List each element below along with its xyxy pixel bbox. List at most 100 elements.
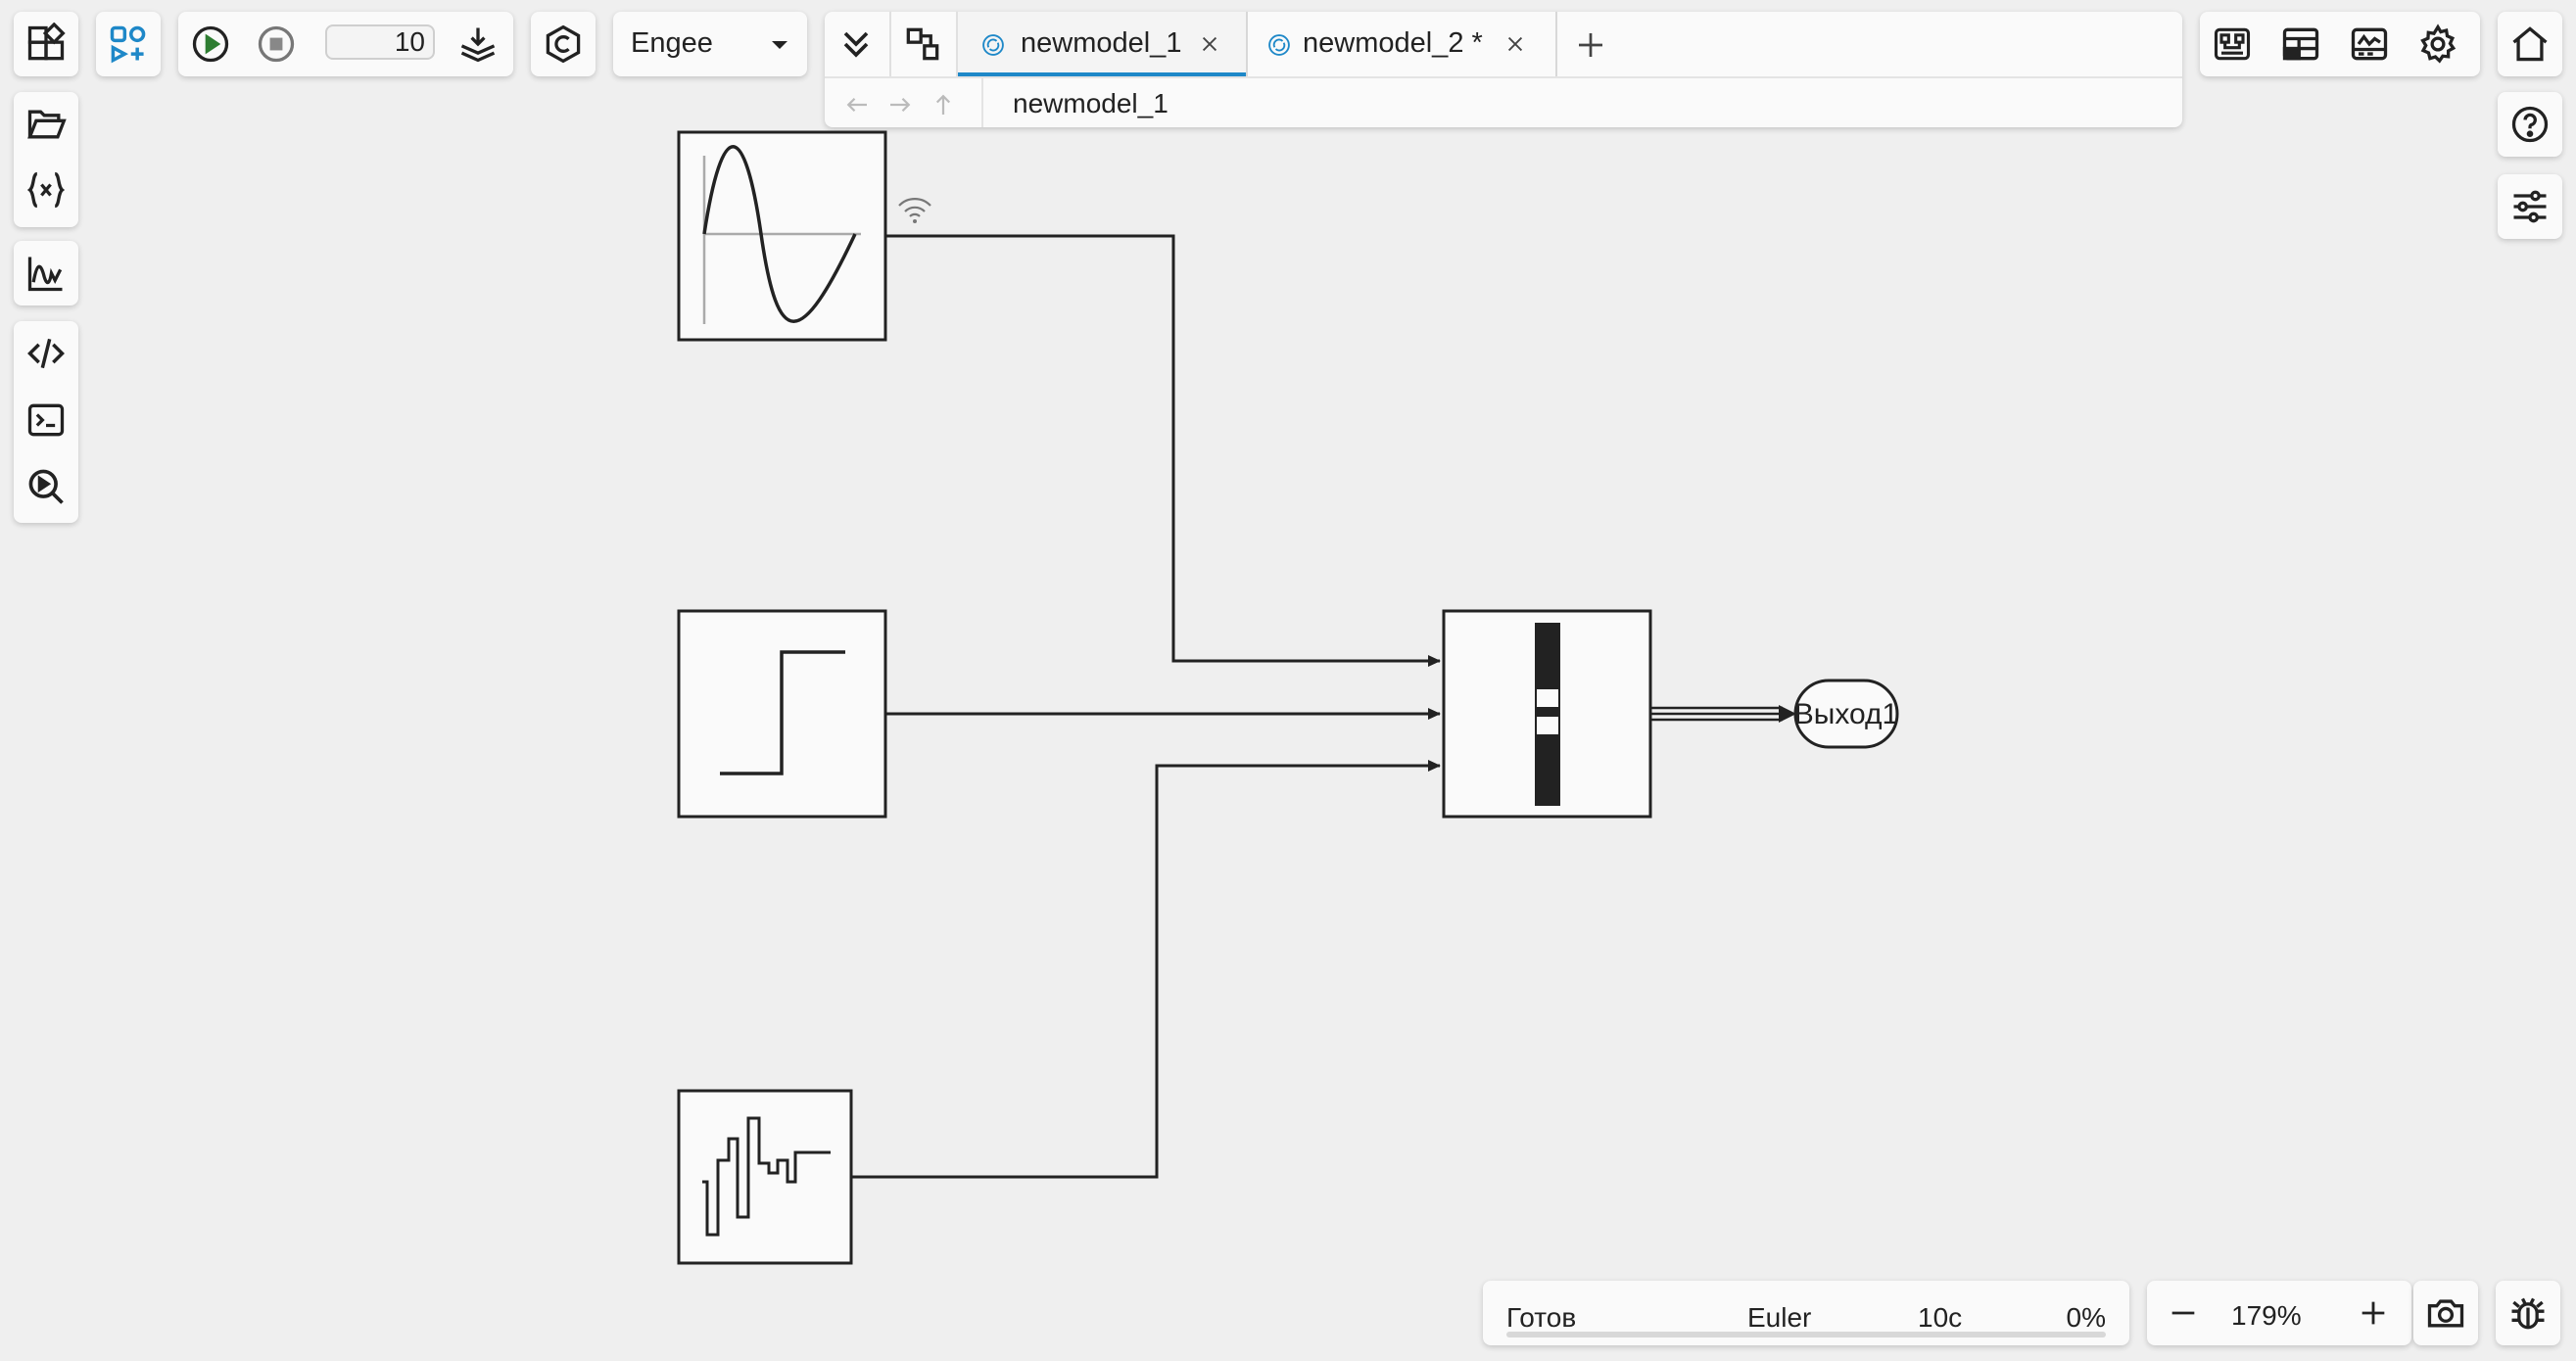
add-tab-icon[interactable] xyxy=(1573,27,1608,63)
forward-arrow-icon[interactable] xyxy=(885,90,915,119)
stop-icon xyxy=(258,25,295,63)
status-sim-time: 10с xyxy=(1918,1302,1963,1333)
tab-newmodel-2[interactable]: newmodel_2 * xyxy=(1248,12,1555,76)
step-block[interactable] xyxy=(677,609,887,819)
help-icon xyxy=(2511,106,2549,143)
run-button[interactable] xyxy=(181,15,240,73)
terminal-button[interactable] xyxy=(17,391,75,449)
bus-line xyxy=(1651,706,1783,722)
mux-block[interactable] xyxy=(1442,609,1652,819)
hardware-icon xyxy=(2214,27,2251,61)
stop-button[interactable] xyxy=(247,15,306,73)
status-state: Готов xyxy=(1506,1302,1577,1333)
signal-line-sine xyxy=(886,234,1441,667)
folder-open-icon xyxy=(27,110,67,139)
table-button[interactable] xyxy=(2271,15,2330,73)
properties-panel xyxy=(2498,174,2562,239)
swap-button[interactable] xyxy=(893,15,952,73)
bug-icon xyxy=(2511,1297,2545,1330)
solver-select-value: Engee xyxy=(631,27,713,59)
divider xyxy=(1246,12,1248,76)
help-button[interactable] xyxy=(2501,95,2559,154)
home-panel xyxy=(2498,12,2562,76)
home-button[interactable] xyxy=(2501,15,2559,73)
tab-newmodel-1[interactable]: newmodel_1 xyxy=(958,12,1246,76)
tab-label: newmodel_1 xyxy=(1021,27,1182,59)
divider xyxy=(1555,12,1557,76)
solver-select[interactable]: Engee xyxy=(613,12,807,76)
code-gen-panel xyxy=(531,12,596,76)
screenshot-panel xyxy=(2413,1281,2478,1345)
variables-button[interactable] xyxy=(17,161,75,219)
open-file-button[interactable] xyxy=(17,95,75,154)
simulation-panel xyxy=(178,12,513,76)
swap-icon xyxy=(906,27,939,61)
status-bar: Готов Euler 10с 0% xyxy=(1483,1281,2129,1345)
tab-label: newmodel_2 * xyxy=(1303,27,1483,59)
breadcrumb[interactable]: newmodel_1 xyxy=(1013,88,1169,118)
monitor-icon xyxy=(2351,27,2388,61)
block-library-button[interactable] xyxy=(17,15,75,73)
model-icon xyxy=(982,34,1004,56)
left-sidebar-files xyxy=(14,92,78,227)
up-arrow-icon[interactable] xyxy=(929,90,958,119)
add-blocks-button[interactable] xyxy=(99,15,158,73)
signal-lines xyxy=(852,234,1441,1179)
chart-icon xyxy=(27,257,63,292)
divider xyxy=(981,78,983,127)
zoom-level[interactable]: 179% xyxy=(2231,1300,2302,1331)
zoom-in-icon[interactable] xyxy=(2357,1296,2390,1330)
search-zoom-icon xyxy=(28,469,64,504)
close-icon[interactable] xyxy=(1199,33,1220,55)
active-tab-indicator xyxy=(958,72,1246,76)
debug-button[interactable] xyxy=(2499,1284,2557,1342)
close-icon[interactable] xyxy=(1504,33,1526,55)
terminal-icon xyxy=(27,403,65,437)
run-icon xyxy=(192,25,229,63)
chevron-down-icon xyxy=(772,41,787,49)
gear-icon xyxy=(2420,23,2457,64)
random-number-block[interactable] xyxy=(677,1089,853,1265)
status-solver: Euler xyxy=(1747,1302,1812,1333)
output-port-label: Выход1 xyxy=(1794,698,1898,730)
block-library-panel xyxy=(14,12,78,76)
code-icon xyxy=(27,338,65,369)
sine-wave-block[interactable] xyxy=(677,130,887,342)
output-port-block[interactable]: Выход1 xyxy=(1793,679,1899,749)
table-icon xyxy=(2282,27,2319,61)
sliders-icon xyxy=(2513,190,2547,223)
monitor-button[interactable] xyxy=(2340,15,2399,73)
settings-button[interactable] xyxy=(2409,15,2467,73)
progress-bar xyxy=(1506,1332,2106,1338)
step-download-button[interactable] xyxy=(449,15,507,73)
add-blocks-icon xyxy=(110,25,146,64)
search-button[interactable] xyxy=(17,457,75,516)
left-sidebar-tools xyxy=(14,321,78,523)
charts-button[interactable] xyxy=(17,244,75,303)
screenshot-button[interactable] xyxy=(2416,1284,2475,1342)
help-panel xyxy=(2498,92,2562,157)
divider xyxy=(825,76,2182,78)
tab-bar: newmodel_1 newmodel_2 * newmodel_1 xyxy=(825,12,2182,127)
zoom-out-icon[interactable] xyxy=(2167,1296,2200,1330)
home-icon xyxy=(2512,26,2548,62)
add-blocks-panel xyxy=(96,12,161,76)
signal-line-random xyxy=(852,760,1441,1179)
code-gen-button[interactable] xyxy=(534,15,593,73)
status-progress-text: 0% xyxy=(2066,1302,2106,1333)
debug-panel xyxy=(2496,1281,2560,1345)
step-download-icon xyxy=(460,27,496,63)
divider xyxy=(889,12,891,76)
zoom-panel: 179% xyxy=(2147,1281,2411,1345)
sim-time-input[interactable] xyxy=(325,24,435,60)
properties-button[interactable] xyxy=(2501,177,2559,236)
solver-select-panel: Engee xyxy=(613,12,807,76)
collapse-button[interactable] xyxy=(827,15,885,73)
model-icon xyxy=(1268,34,1290,56)
hardware-button[interactable] xyxy=(2203,15,2262,73)
code-editor-button[interactable] xyxy=(17,324,75,383)
collapse-icon xyxy=(843,31,869,58)
bus-arrow xyxy=(1779,705,1796,723)
back-arrow-icon[interactable] xyxy=(842,90,872,119)
